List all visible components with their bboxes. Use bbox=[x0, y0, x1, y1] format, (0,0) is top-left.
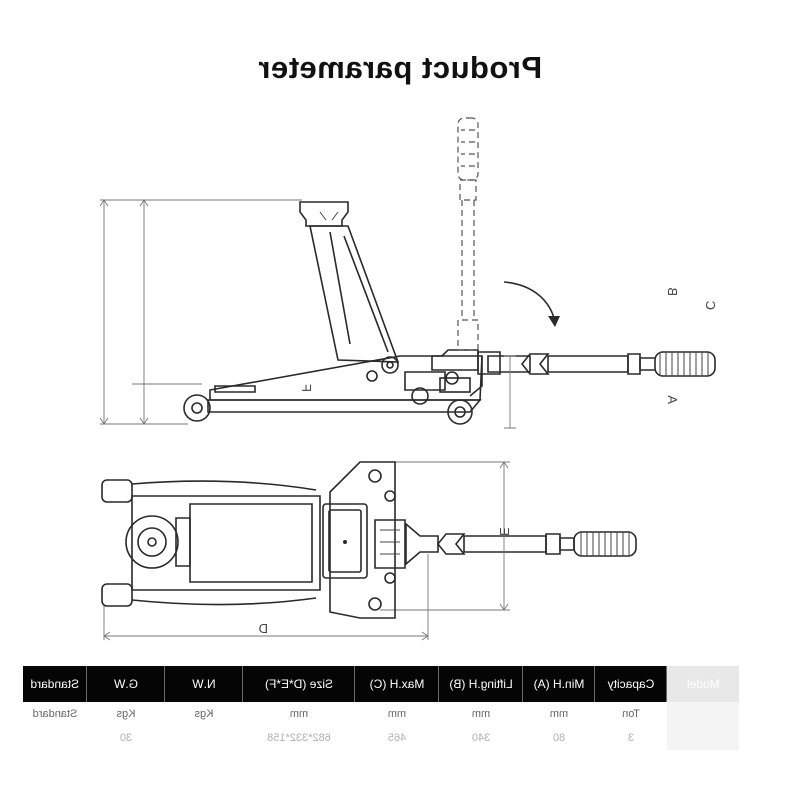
unit-cell: mm bbox=[387, 708, 407, 720]
value-cell bbox=[165, 726, 243, 750]
rotation-arrow bbox=[503, 281, 555, 319]
value-cell: 30 bbox=[119, 732, 133, 744]
value-cell: 682*332*158 bbox=[267, 732, 331, 744]
header-max-h: Max.H (C) bbox=[355, 666, 439, 702]
jack-diagram: B C A F bbox=[99, 117, 718, 641]
unit-cell: Kgs bbox=[116, 708, 136, 720]
spec-header-row: Model Capacity Min.H (A) Lifting.H (B) M… bbox=[23, 666, 739, 702]
value-cell bbox=[667, 726, 739, 750]
saddle-pad bbox=[322, 503, 368, 579]
dim-label-C: C bbox=[703, 301, 718, 310]
unit-cell: Standard bbox=[32, 708, 78, 720]
top-view bbox=[101, 461, 637, 641]
unit-cell: Kgs bbox=[194, 708, 214, 720]
dim-label-E: E bbox=[497, 527, 512, 536]
handle-grip-top bbox=[573, 531, 637, 557]
value-cell: 3 bbox=[627, 732, 635, 744]
saddle bbox=[299, 201, 349, 227]
spec-table: Model Capacity Min.H (A) Lifting.H (B) M… bbox=[23, 666, 739, 750]
unit-cell: mm bbox=[289, 708, 309, 720]
header-gw: G.W bbox=[87, 666, 165, 702]
lift-arm bbox=[309, 225, 400, 382]
header-min-h: Min.H (A) bbox=[523, 666, 595, 702]
dim-label-F: F bbox=[299, 384, 314, 392]
header-size: Size (D*E*F) bbox=[243, 666, 355, 702]
value-cell: 465 bbox=[387, 732, 407, 744]
rear-caster bbox=[439, 371, 473, 425]
side-view bbox=[99, 117, 716, 429]
value-cell bbox=[23, 726, 87, 750]
unit-cell: mm bbox=[471, 708, 491, 720]
front-wheel-top-2 bbox=[101, 583, 133, 607]
header-standard: Standard bbox=[23, 666, 87, 702]
dim-label-A: A bbox=[665, 395, 680, 404]
unit-cell: Ton bbox=[622, 708, 640, 720]
spec-unit-row: Ton mm mm mm mm Kgs Kgs Standard bbox=[23, 702, 739, 726]
handle-grip-side bbox=[654, 351, 716, 377]
front-wheel-top-1 bbox=[101, 479, 133, 503]
header-capacity: Capacity bbox=[595, 666, 667, 702]
spec-value-row: 3 80 340 465 682*332*158 30 bbox=[23, 726, 739, 750]
unit-cell: mm bbox=[549, 708, 569, 720]
dim-label-B: B bbox=[665, 287, 680, 296]
handle-upright-dashed bbox=[457, 117, 479, 351]
front-wheel bbox=[183, 394, 211, 422]
header-nw: N.W bbox=[165, 666, 243, 702]
value-cell: 340 bbox=[471, 732, 491, 744]
unit-cell bbox=[667, 702, 739, 726]
cylinder-top bbox=[125, 515, 179, 569]
header-lifting-h: Lifting.H (B) bbox=[439, 666, 523, 702]
header-model: Model bbox=[667, 666, 739, 702]
dim-label-D: D bbox=[259, 621, 268, 636]
value-cell: 80 bbox=[552, 732, 566, 744]
